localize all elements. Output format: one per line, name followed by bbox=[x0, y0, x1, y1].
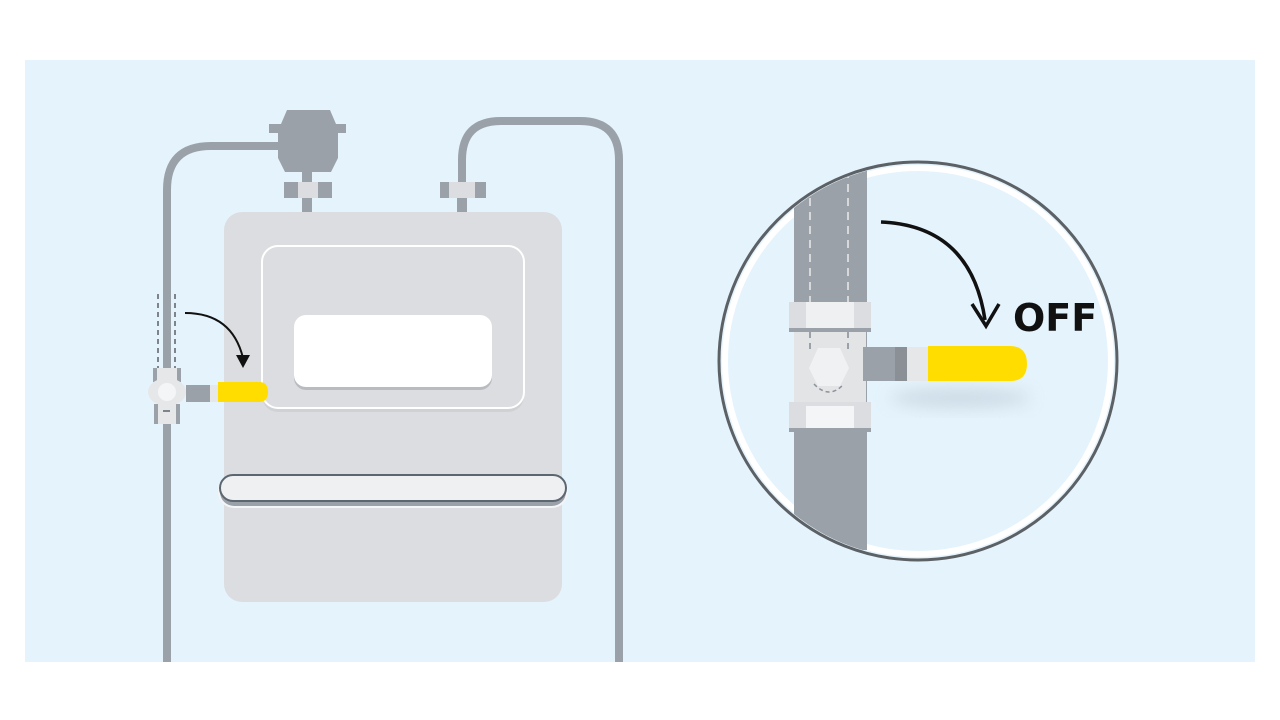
off-label: OFF bbox=[1013, 296, 1097, 340]
rotation-arrow-small bbox=[184, 312, 250, 368]
outlet-connector bbox=[440, 182, 486, 213]
rotation-arrow bbox=[880, 220, 1001, 330]
outlet-pipe bbox=[458, 117, 623, 662]
valve-handle-small bbox=[218, 382, 268, 402]
inlet-pipe bbox=[163, 142, 290, 662]
regulator bbox=[269, 110, 346, 214]
gas-meter bbox=[218, 212, 568, 602]
meter-label-bar bbox=[218, 474, 568, 508]
shutoff-valve-small bbox=[148, 294, 268, 424]
valve-handle-large bbox=[928, 346, 1027, 381]
zoom-callout-circle: OFF bbox=[717, 160, 1119, 562]
meter-display-window bbox=[294, 315, 492, 390]
